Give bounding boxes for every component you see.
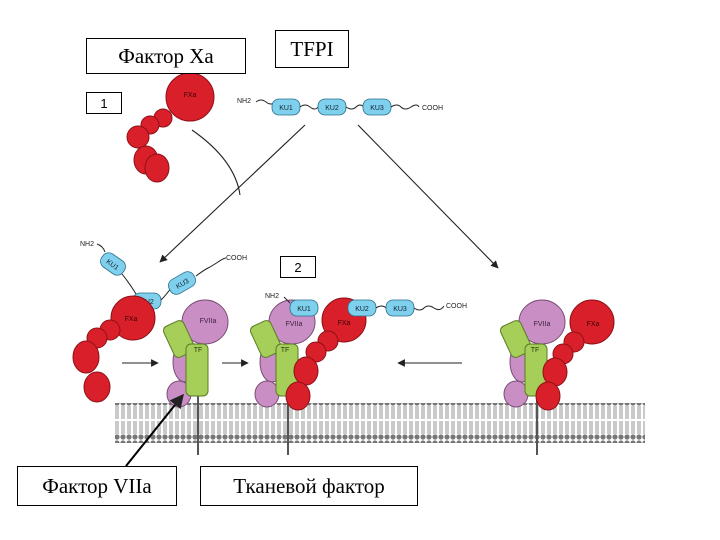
free-tfpi: NH2 KU1 KU2 KU3 COOH [237,98,443,116]
step-1-box: 1 [86,92,122,114]
fviia-text-1: FVIIa [200,318,217,325]
fxa-tfpi-complex: NH2 COOH KU1 KU2 KU3 FXa [72,241,247,403]
label-factor-xa: Фактор Xa [86,38,246,74]
curve-fxa-to-junction [191,129,241,196]
pointer-factor-viia [125,393,184,467]
tf-fviia-fxa-complex: FVIIa FXa TF [499,299,615,455]
ku1-text-1: KU1 [279,105,293,112]
tf-text-2: TF [281,347,290,354]
nh2-text-3: NH2 [265,293,279,300]
ku2-text-1: KU2 [325,105,339,112]
cooh-text-2: COOH [226,255,247,262]
fviia-text-3: FVIIa [534,321,551,328]
free-factor-xa: FXa [126,72,215,183]
label-tissue-factor: Тканевой фактор [200,466,418,506]
fviia-text-2: FVIIa [286,321,303,328]
fxa-text-3: FXa [338,320,351,327]
tf-text-1: TF [194,347,203,354]
ku2-text-3: KU2 [355,306,369,313]
arrow-tfpi-to-left [159,124,306,263]
label-tfpi: TFPI [275,30,349,68]
step-2-box: 2 [280,256,316,278]
cooh-text-3: COOH [446,303,467,310]
ku3-text-3: KU3 [393,306,407,313]
nh2-text-1: NH2 [237,98,251,105]
tf-text-3: TF [531,347,540,354]
fxa-text-2: FXa [125,316,138,323]
label-factor-viia: Фактор VIIa [17,466,177,506]
ku1-text-3: KU1 [297,306,311,313]
fxa-text-1: FXa [184,92,197,99]
cell-membrane [115,403,645,443]
fxa-text-4: FXa [587,321,600,328]
arrow-tfpi-to-right [357,124,499,269]
nh2-text-2: NH2 [80,241,94,248]
ku3-text-1: KU3 [370,105,384,112]
quaternary-complex: NH2 COOH KU1 KU2 KU3 FVIIa FXa TF [249,293,467,455]
cooh-text-1: COOH [422,105,443,112]
